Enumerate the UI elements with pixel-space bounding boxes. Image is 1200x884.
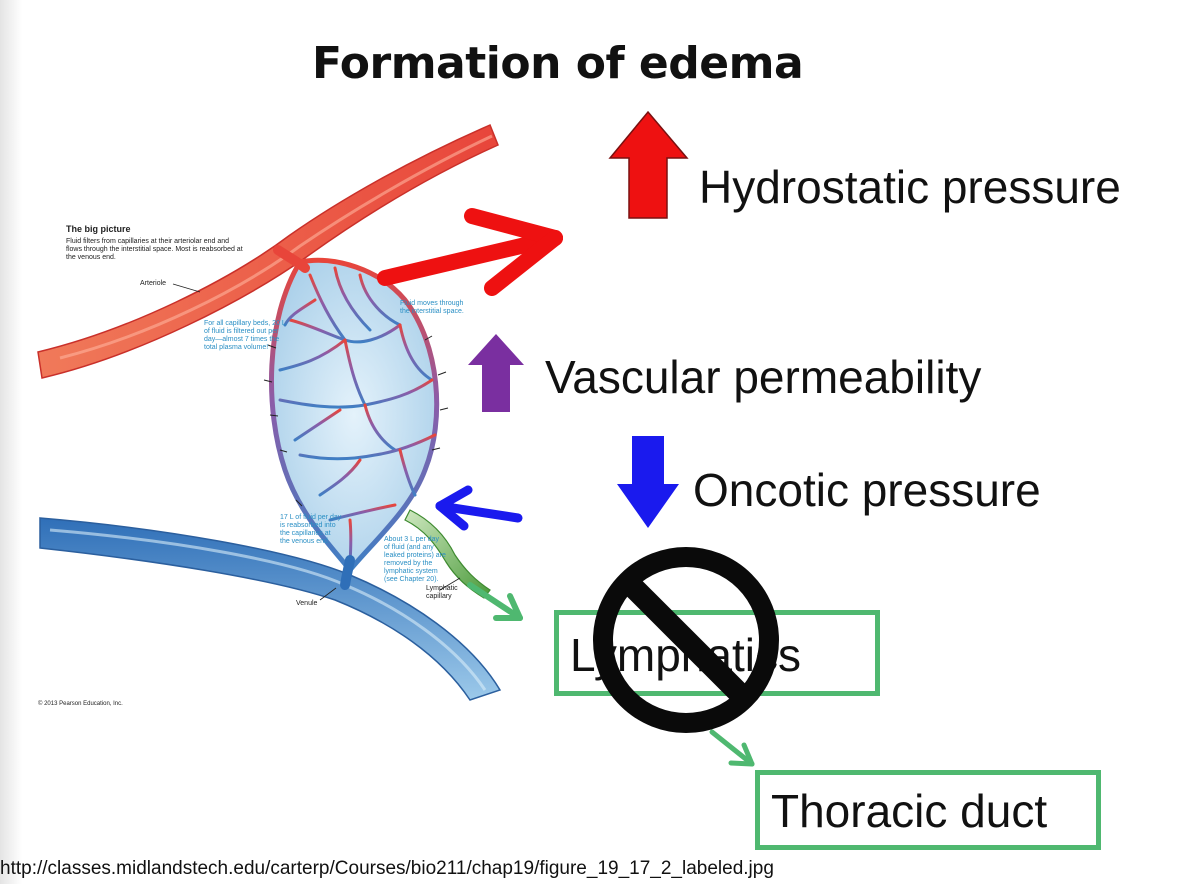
fluid-flow-marks bbox=[263, 335, 449, 507]
hydrostatic-flow-arrow bbox=[377, 208, 563, 296]
hydrostatic-pressure-label: Hydrostatic pressure bbox=[699, 161, 1121, 213]
copyright-note: © 2013 Pearson Education, Inc. bbox=[38, 701, 123, 707]
slide-edge-shadow bbox=[0, 0, 22, 884]
oncotic-down-arrow bbox=[617, 436, 679, 528]
capillary-bed bbox=[269, 257, 440, 574]
vascular-permeability-label: Vascular permeability bbox=[545, 351, 982, 403]
lymph-flow-arrow bbox=[467, 582, 523, 621]
permeability-up-arrow bbox=[468, 334, 524, 412]
reabsorbed-note: 17 L of fluid per day is reabsorbed into… bbox=[280, 514, 342, 545]
slide-title: Formation of edema bbox=[312, 38, 804, 89]
interstitial-note: Fluid moves through the interstitial spa… bbox=[400, 300, 464, 315]
thoracic-duct-label: Thoracic duct bbox=[771, 785, 1048, 837]
venule-label: Venule bbox=[296, 600, 318, 607]
oncotic-flow-arrow bbox=[435, 485, 523, 531]
lymphatics-label: Lymphatics bbox=[570, 629, 801, 681]
hydrostatic-up-arrow bbox=[608, 110, 689, 219]
arteriole-label: Arteriole bbox=[140, 280, 167, 287]
lymph-to-duct-arrow bbox=[709, 729, 755, 767]
lymphatic-capillary-label: Lymphatic capillary bbox=[426, 585, 458, 600]
source-url: http://classes.midlandstech.edu/carterp/… bbox=[0, 858, 774, 879]
figure-heading: The big picture bbox=[66, 224, 131, 234]
oncotic-pressure-label: Oncotic pressure bbox=[693, 464, 1041, 516]
thoracic-duct-box bbox=[755, 770, 1101, 850]
figure-intro: Fluid filters from capillaries at their … bbox=[66, 238, 243, 261]
arteriole-vessel bbox=[37, 124, 499, 379]
lymph-note: About 3 L per day of fluid (and any leak… bbox=[384, 536, 446, 583]
venule-vessel bbox=[39, 517, 502, 701]
filtered-note: For all capillary beds, 20 L of fluid is… bbox=[204, 320, 286, 351]
capillary-network bbox=[278, 266, 437, 572]
